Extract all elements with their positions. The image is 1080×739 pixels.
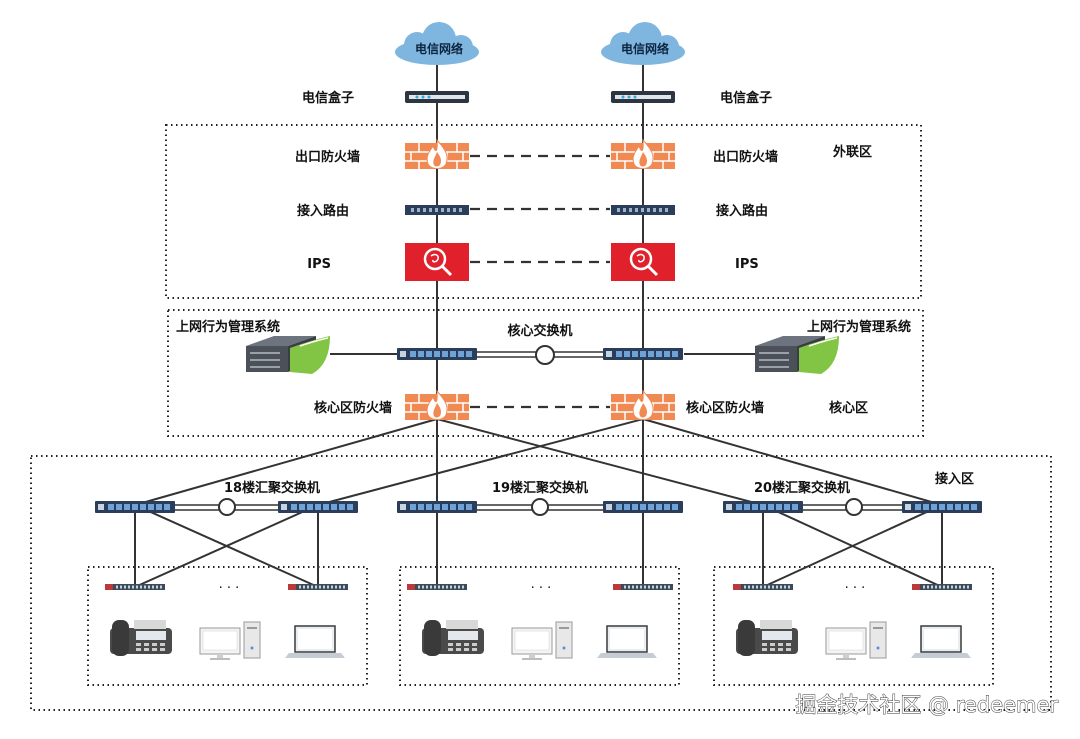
core-switch-label: 核心交换机 bbox=[507, 323, 572, 339]
floor-20-agg-label: 20楼汇聚交换机 bbox=[754, 480, 850, 496]
core-to-20-left bbox=[436, 418, 764, 506]
agg-to-access-link bbox=[762, 504, 943, 588]
cloud-label: 电信网络 bbox=[621, 41, 669, 56]
links bbox=[134, 65, 943, 588]
behavior-mgmt-icon bbox=[754, 335, 840, 375]
firewall-icon bbox=[404, 139, 470, 170]
aggregation-switch-icon bbox=[278, 501, 358, 513]
aggregation-switch-icon bbox=[902, 501, 982, 513]
ellipsis: · · · bbox=[531, 581, 552, 596]
core-firewall-label: 核心区防火墙 bbox=[314, 400, 392, 416]
access-switch-icon bbox=[733, 584, 793, 590]
firewall-icon bbox=[610, 390, 676, 421]
zone-label-core: 核心区 bbox=[829, 400, 868, 416]
ips-label: IPS bbox=[307, 257, 331, 272]
floor-19-agg-label: 19楼汇聚交换机 bbox=[492, 480, 588, 496]
aggregation-switch-icon bbox=[397, 501, 477, 513]
firewall-icon bbox=[610, 139, 676, 170]
access-router-label: 接入路由 bbox=[716, 203, 768, 219]
ips-icon bbox=[609, 241, 677, 283]
external-zone-box bbox=[165, 124, 922, 299]
agg-to-access-link bbox=[134, 504, 319, 588]
fax-phone-icon bbox=[422, 620, 484, 656]
access-router-label: 接入路由 bbox=[297, 203, 349, 219]
router-icon bbox=[611, 205, 675, 215]
modem-label: 电信盒子 bbox=[720, 90, 772, 106]
exit-firewall-label: 出口防火墙 bbox=[713, 149, 778, 165]
behavior-mgmt-label: 上网行为管理系统 bbox=[807, 319, 911, 335]
zone-label-external: 外联区 bbox=[832, 144, 872, 160]
ellipsis: · · · bbox=[219, 581, 240, 596]
floor-19-endpoint-box bbox=[399, 566, 680, 686]
core-to-18-left bbox=[134, 418, 438, 506]
router-icon bbox=[405, 205, 469, 215]
fax-phone-icon bbox=[736, 620, 798, 656]
modem-label: 电信盒子 bbox=[302, 90, 354, 106]
core-firewall-label: 核心区防火墙 bbox=[686, 400, 764, 416]
core-switch-icon bbox=[603, 348, 683, 360]
aggregation-switch-icon bbox=[603, 501, 683, 513]
ips-label: IPS bbox=[735, 257, 759, 272]
core-to-20-right bbox=[642, 418, 943, 506]
core-stack-link bbox=[477, 345, 603, 365]
access-switch-icon bbox=[407, 584, 467, 590]
laptop-icon bbox=[910, 625, 972, 659]
ellipsis: · · · bbox=[845, 581, 866, 596]
stack-link-18 bbox=[175, 498, 278, 516]
firewall-icon bbox=[404, 390, 470, 421]
laptop-icon bbox=[596, 625, 658, 659]
floor-18-agg-label: 18楼汇聚交换机 bbox=[224, 480, 320, 496]
access-switch-icon bbox=[912, 584, 972, 590]
laptop-icon bbox=[284, 625, 346, 659]
stack-link-20 bbox=[803, 498, 902, 516]
aggregation-switch-icon bbox=[95, 501, 175, 513]
core-switch-icon bbox=[397, 348, 477, 360]
zone-boxes bbox=[30, 124, 1052, 711]
stack-links bbox=[175, 345, 902, 516]
desktop-pc-icon bbox=[825, 621, 887, 661]
access-zone-box bbox=[30, 455, 1052, 711]
floor-20-endpoint-box bbox=[713, 566, 994, 686]
ha-dashed-links bbox=[470, 154, 610, 409]
core-to-18-right bbox=[317, 418, 644, 506]
ips-icon bbox=[403, 241, 471, 283]
aggregation-switch-icon bbox=[723, 501, 803, 513]
behavior-mgmt-icon bbox=[245, 335, 331, 375]
stack-link-19 bbox=[477, 498, 603, 516]
exit-firewall-label: 出口防火墙 bbox=[295, 149, 360, 165]
floor-18-endpoint-box bbox=[87, 566, 368, 686]
zone-label-access: 接入区 bbox=[935, 471, 974, 487]
access-switch-icon bbox=[288, 584, 348, 590]
fax-phone-icon bbox=[110, 620, 172, 656]
modem-icon bbox=[611, 91, 675, 103]
access-switch-icon bbox=[105, 584, 165, 590]
access-switch-icon bbox=[613, 584, 673, 590]
watermark: 掘金技术社区 @ redeemer bbox=[795, 693, 1058, 717]
modem-icon bbox=[405, 91, 469, 103]
desktop-pc-icon bbox=[511, 621, 573, 661]
cloud-label: 电信网络 bbox=[415, 41, 463, 56]
behavior-mgmt-label: 上网行为管理系统 bbox=[176, 319, 280, 335]
desktop-pc-icon bbox=[199, 621, 261, 661]
